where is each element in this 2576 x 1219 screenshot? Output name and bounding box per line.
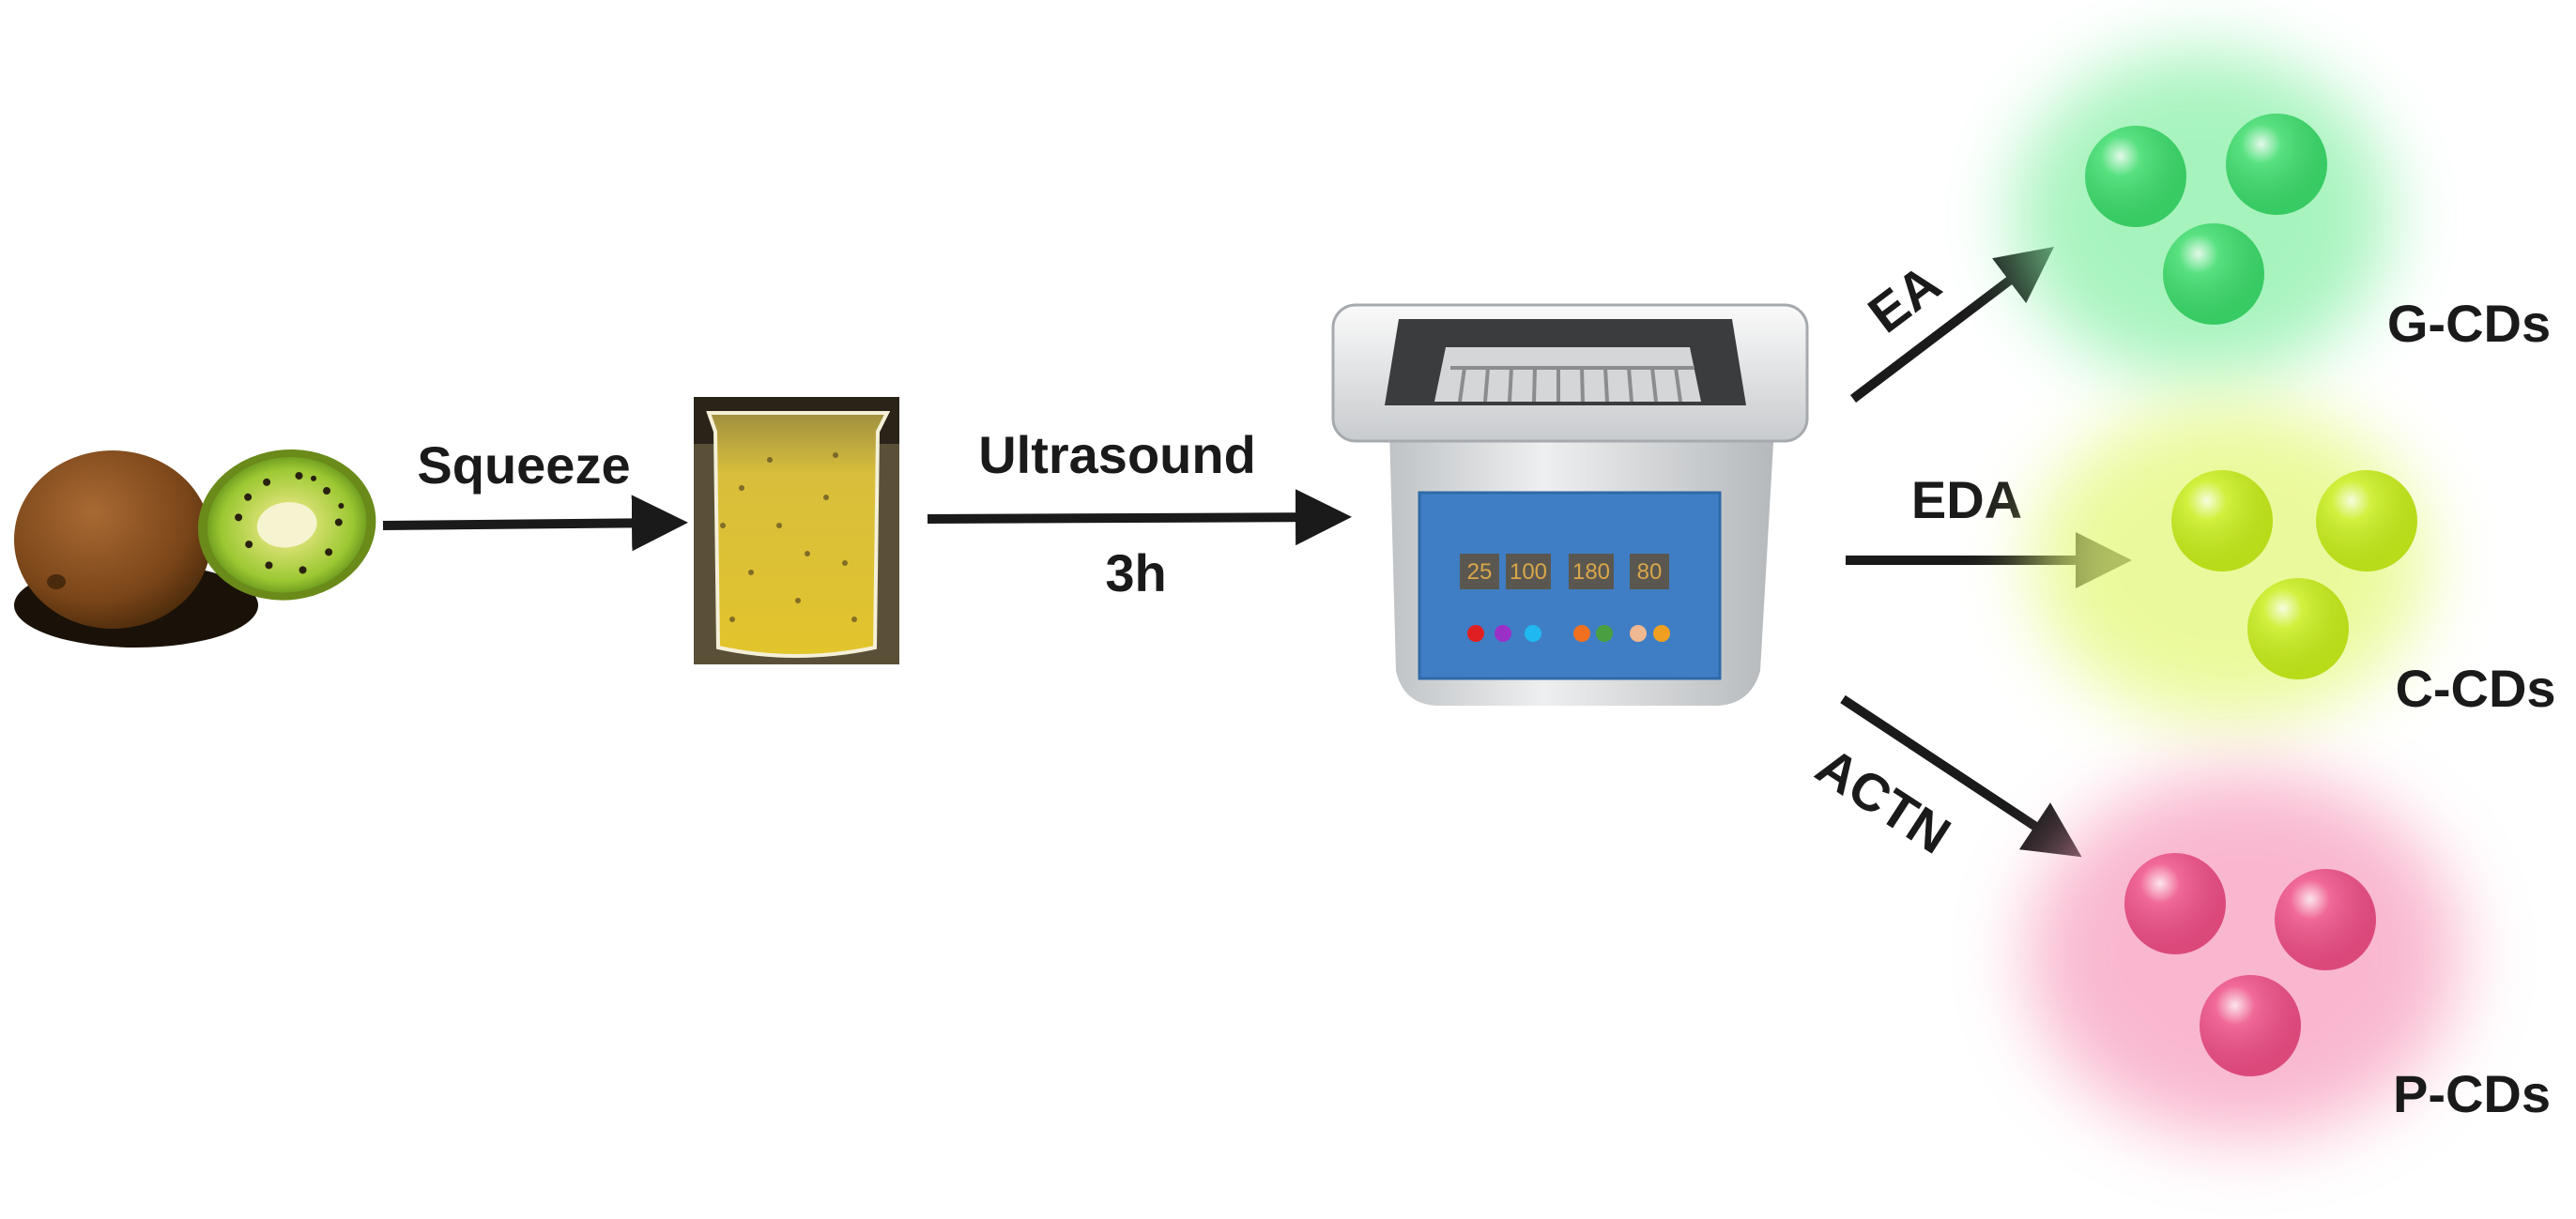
- control-button: [1573, 625, 1590, 642]
- control-button: [1630, 625, 1647, 642]
- carbon-dot-shine: [2275, 869, 2376, 970]
- arrow-actn: [1840, 694, 2082, 858]
- carbon-dot-shine: [2200, 975, 2301, 1076]
- kiwi-fruit-image: [14, 449, 376, 648]
- display-value: 80: [1637, 559, 1663, 585]
- control-button: [1525, 625, 1541, 642]
- carbon-dot-shine: [2247, 578, 2349, 679]
- display-value: 25: [1467, 559, 1493, 585]
- arrow-ultrasound: [927, 489, 1352, 546]
- display-value: 180: [1572, 559, 1610, 585]
- carbon-dot-shine: [2124, 853, 2226, 954]
- label-product-p-cds: P-CDs: [2393, 1064, 2551, 1123]
- arrow-ea: [1849, 246, 2054, 403]
- label-reagent-actn: ACTN: [1806, 736, 1961, 865]
- glow-halo: [2014, 52, 2389, 380]
- control-button: [1495, 625, 1511, 642]
- carbon-dot-shine: [2171, 470, 2273, 571]
- label-product-g-cds: G-CDs: [2387, 294, 2551, 353]
- label-ultrasound: Ultrasound: [978, 425, 1256, 484]
- label-reagent-eda: EDA: [1911, 470, 2022, 529]
- label-duration: 3h: [1105, 543, 1166, 602]
- label-squeeze: Squeeze: [417, 435, 630, 495]
- label-product-c-cds: C-CDs: [2395, 659, 2555, 718]
- carbon-dot-shine: [2085, 126, 2186, 227]
- control-button: [1596, 625, 1613, 642]
- ultrasonic-bath: 25 100 180 80: [1331, 303, 1809, 706]
- arrow-squeeze: [382, 495, 688, 552]
- kiwi-juice-beaker-image: [694, 397, 899, 664]
- carbon-dot-shine: [2163, 223, 2264, 325]
- control-button: [1467, 625, 1484, 642]
- carbon-dot-shine: [2226, 114, 2327, 215]
- display-value: 100: [1510, 559, 1547, 585]
- carbon-dot-shine: [2316, 470, 2417, 571]
- control-button: [1653, 625, 1670, 642]
- glow-halo: [2028, 772, 2460, 1138]
- carbon-dot-clusters: [2014, 52, 2460, 1138]
